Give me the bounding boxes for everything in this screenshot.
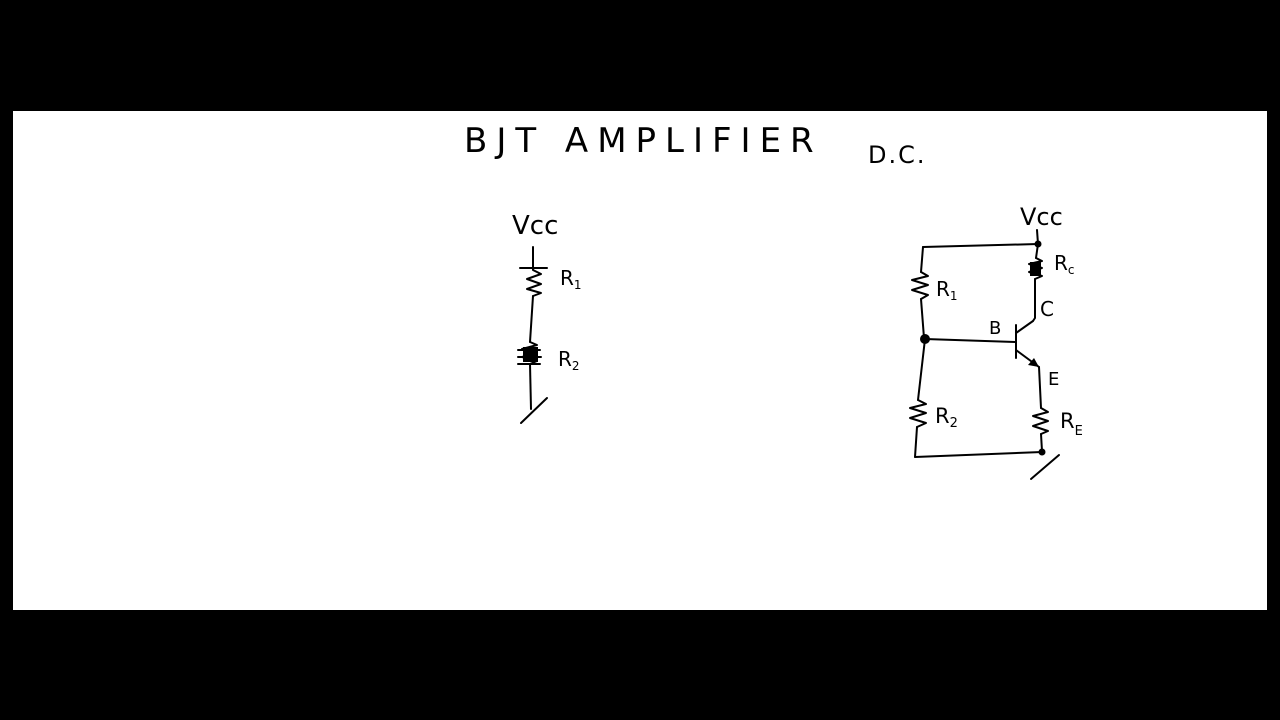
amplifier-circuit: Vcc R1 B C E Rc R2 RE: [909, 203, 1083, 480]
amp-rc-label: Rc: [1054, 251, 1075, 277]
divider-r2-label: R2: [558, 347, 580, 373]
amp-base-label: B: [989, 318, 1001, 339]
amp-r2-resistor: [909, 399, 927, 428]
amp-rc-wire-top: [1035, 243, 1039, 259]
amp-top-rail: [922, 243, 1039, 248]
amp-base-wire: [924, 338, 1016, 343]
amp-r1-resistor: [911, 271, 929, 300]
amp-rc-resistor: [1028, 257, 1043, 280]
amp-r2-wire-top: [917, 338, 926, 401]
amp-r2-wire-bottom: [914, 426, 918, 458]
amp-r1-label: R1: [936, 277, 958, 303]
divider-ground-symbol: [520, 397, 548, 424]
amp-re-wire-top: [1038, 366, 1042, 409]
amp-emitter-label: E: [1048, 369, 1059, 390]
divider-r1-resistor: [526, 267, 542, 297]
amp-bottom-rail: [914, 451, 1043, 458]
amp-r1-wire-top: [920, 246, 924, 273]
divider-wire-low: [529, 363, 532, 410]
amp-re-label: RE: [1060, 409, 1083, 439]
amp-ground-node: [1038, 448, 1046, 456]
amp-ground-symbol: [1030, 454, 1060, 480]
transistor-emitter-arrow: [1028, 358, 1039, 367]
amp-re-wire-bottom: [1040, 433, 1043, 452]
amp-r1-wire-bottom: [920, 298, 925, 339]
amp-re-resistor: [1032, 407, 1049, 435]
amp-rc-wire-bottom: [1032, 278, 1036, 322]
section-label: D.C.: [868, 141, 927, 169]
divider-vcc-label: Vcc: [512, 211, 558, 241]
amp-r2-label: R2: [935, 404, 958, 431]
whiteboard: [13, 111, 1267, 610]
divider-r1-label: R1: [560, 266, 582, 292]
transistor-collector-leg: [1015, 320, 1034, 334]
amp-rc-fill: [1030, 262, 1041, 276]
divider-wire-mid: [529, 295, 534, 343]
page-title: BJT AMPLIFIER: [464, 121, 823, 161]
amp-vcc-label: Vcc: [1020, 203, 1063, 231]
amp-collector-label: C: [1040, 297, 1054, 321]
divider-circuit: Vcc R1 R2: [512, 211, 582, 424]
